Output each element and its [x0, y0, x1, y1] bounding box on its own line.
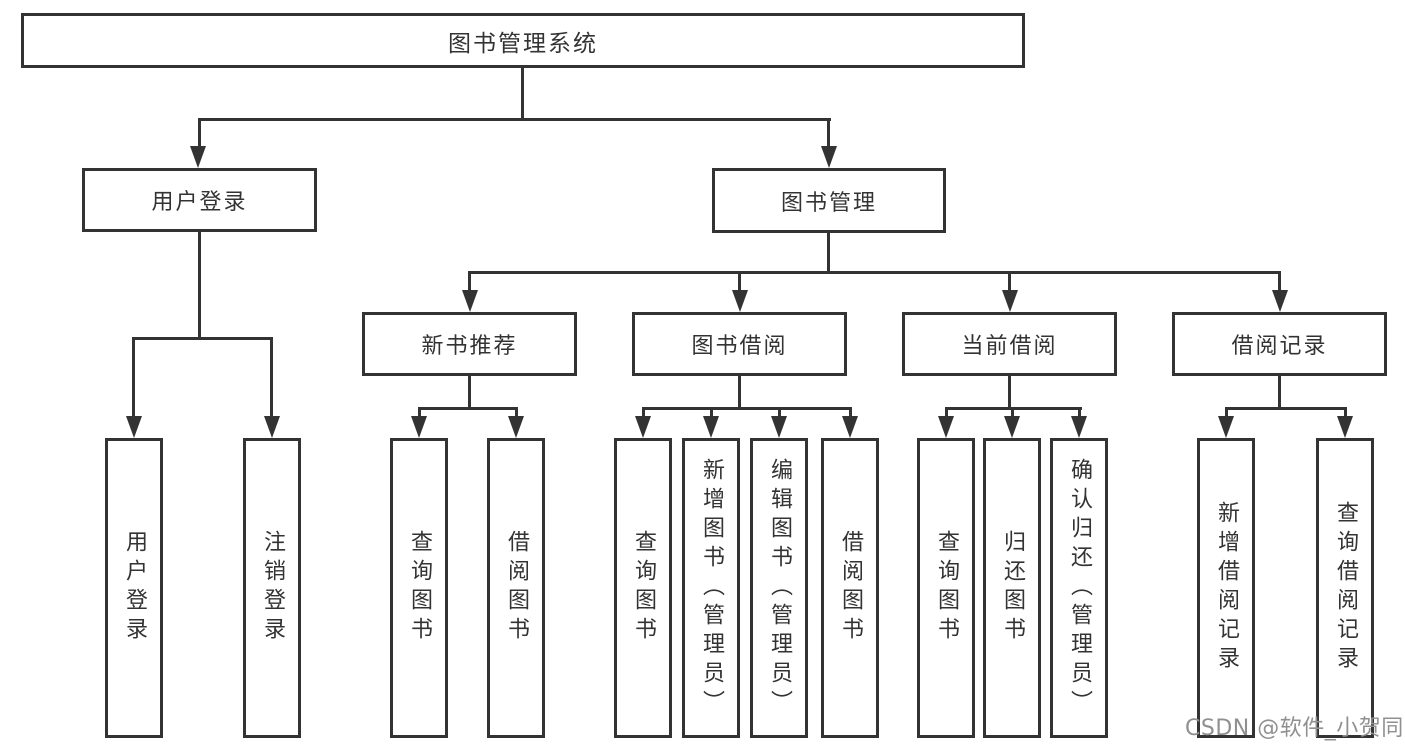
arrow-down-icon	[842, 416, 858, 438]
arrow-down-icon	[264, 416, 280, 438]
connector-line	[849, 407, 852, 418]
connector-line	[1278, 376, 1281, 410]
leaf-query-borrow-record-label: 查询借阅记录	[1333, 501, 1358, 675]
arrow-down-icon	[821, 146, 837, 168]
connector-line	[270, 337, 273, 418]
connector-line	[521, 68, 524, 118]
leaf-recommend-borrow-book-label: 借阅图书	[504, 530, 529, 646]
connector-line	[1225, 407, 1347, 410]
arrow-down-icon	[1002, 290, 1018, 312]
node-new-book-recommend-label: 新书推荐	[421, 334, 518, 359]
arrow-down-icon	[1071, 416, 1087, 438]
leaf-recommend-query-book-label: 查询图书	[407, 530, 432, 646]
connector-line	[198, 118, 201, 148]
connector-line	[468, 271, 1281, 274]
arrow-down-icon	[1004, 416, 1020, 438]
connector-line	[1008, 271, 1011, 292]
leaf-confirm-return-admin: 确认归还（管理员）	[1050, 438, 1108, 738]
node-root-label: 图书管理系统	[448, 30, 598, 57]
connector-line	[132, 337, 135, 418]
leaf-borrow-query-book: 查询图书	[614, 438, 672, 738]
arrow-down-icon	[126, 416, 142, 438]
node-user-login: 用户登录	[82, 168, 317, 232]
leaf-recommend-borrow-book: 借阅图书	[487, 438, 545, 738]
leaf-logout-label: 注销登录	[260, 530, 285, 646]
arrow-down-icon	[938, 416, 954, 438]
connector-line	[468, 271, 471, 292]
connector-line	[827, 233, 830, 274]
arrow-down-icon	[703, 416, 719, 438]
node-book-management: 图书管理	[712, 168, 946, 233]
connector-line	[1278, 271, 1281, 292]
node-new-book-recommend: 新书推荐	[362, 312, 577, 376]
watermark: CSDN @软件_小贺同学	[1185, 716, 1405, 741]
leaf-borrow-query-book-label: 查询图书	[631, 530, 656, 646]
connector-line	[1344, 407, 1347, 418]
connector-line	[778, 407, 781, 418]
connector-line	[710, 407, 713, 418]
leaf-edit-book-admin: 编辑图书（管理员）	[750, 438, 808, 738]
arrow-down-icon	[635, 416, 651, 438]
connector-line	[198, 118, 831, 121]
arrow-down-icon	[508, 416, 524, 438]
leaf-add-book-admin-label: 新增图书（管理员）	[699, 457, 724, 719]
arrow-down-icon	[1337, 416, 1353, 438]
leaf-borrow-book: 借阅图书	[821, 438, 879, 738]
leaf-add-borrow-record: 新增借阅记录	[1197, 438, 1255, 738]
connector-line	[132, 337, 273, 340]
arrow-down-icon	[1272, 290, 1288, 312]
connector-line	[738, 376, 741, 410]
leaf-borrow-book-label: 借阅图书	[838, 530, 863, 646]
connector-line	[827, 118, 830, 148]
leaf-logout: 注销登录	[243, 438, 301, 738]
leaf-add-book-admin: 新增图书（管理员）	[682, 438, 740, 738]
node-root: 图书管理系统	[21, 13, 1025, 68]
leaf-edit-book-admin-label: 编辑图书（管理员）	[767, 457, 792, 719]
leaf-current-query-book: 查询图书	[917, 438, 975, 738]
connector-line	[418, 407, 421, 418]
node-book-borrow: 图书借阅	[632, 312, 847, 376]
leaf-query-borrow-record: 查询借阅记录	[1316, 438, 1374, 738]
leaf-confirm-return-admin-label: 确认归还（管理员）	[1067, 457, 1092, 719]
arrow-down-icon	[411, 416, 427, 438]
arrow-down-icon	[190, 146, 206, 168]
arrow-down-icon	[771, 416, 787, 438]
connector-line	[1008, 376, 1011, 410]
arrow-down-icon	[462, 290, 478, 312]
leaf-current-query-book-label: 查询图书	[934, 530, 959, 646]
connector-line	[1011, 407, 1014, 418]
node-book-management-label: 图书管理	[780, 190, 877, 216]
leaf-return-book: 归还图书	[983, 438, 1041, 738]
node-borrow-records: 借阅记录	[1172, 312, 1387, 376]
node-current-borrow: 当前借阅	[902, 312, 1117, 376]
leaf-user-login-label: 用户登录	[122, 530, 147, 646]
node-book-borrow-label: 图书借阅	[691, 334, 788, 359]
connector-line	[1225, 407, 1228, 418]
connector-line	[1078, 407, 1081, 418]
connector-line	[642, 407, 645, 418]
connector-line	[738, 271, 741, 292]
arrow-down-icon	[732, 290, 748, 312]
connector-line	[468, 376, 471, 410]
leaf-return-book-label: 归还图书	[1000, 530, 1025, 646]
node-user-login-label: 用户登录	[151, 190, 248, 215]
leaf-user-login: 用户登录	[105, 438, 163, 738]
node-current-borrow-label: 当前借阅	[961, 334, 1058, 359]
node-borrow-records-label: 借阅记录	[1231, 334, 1328, 359]
leaf-recommend-query-book: 查询图书	[390, 438, 448, 738]
leaf-add-borrow-record-label: 新增借阅记录	[1214, 501, 1239, 675]
arrow-down-icon	[1218, 416, 1234, 438]
connector-line	[418, 407, 518, 410]
connector-line	[945, 407, 948, 418]
connector-line	[515, 407, 518, 418]
connector-line	[198, 232, 201, 340]
connector-line	[642, 407, 852, 410]
